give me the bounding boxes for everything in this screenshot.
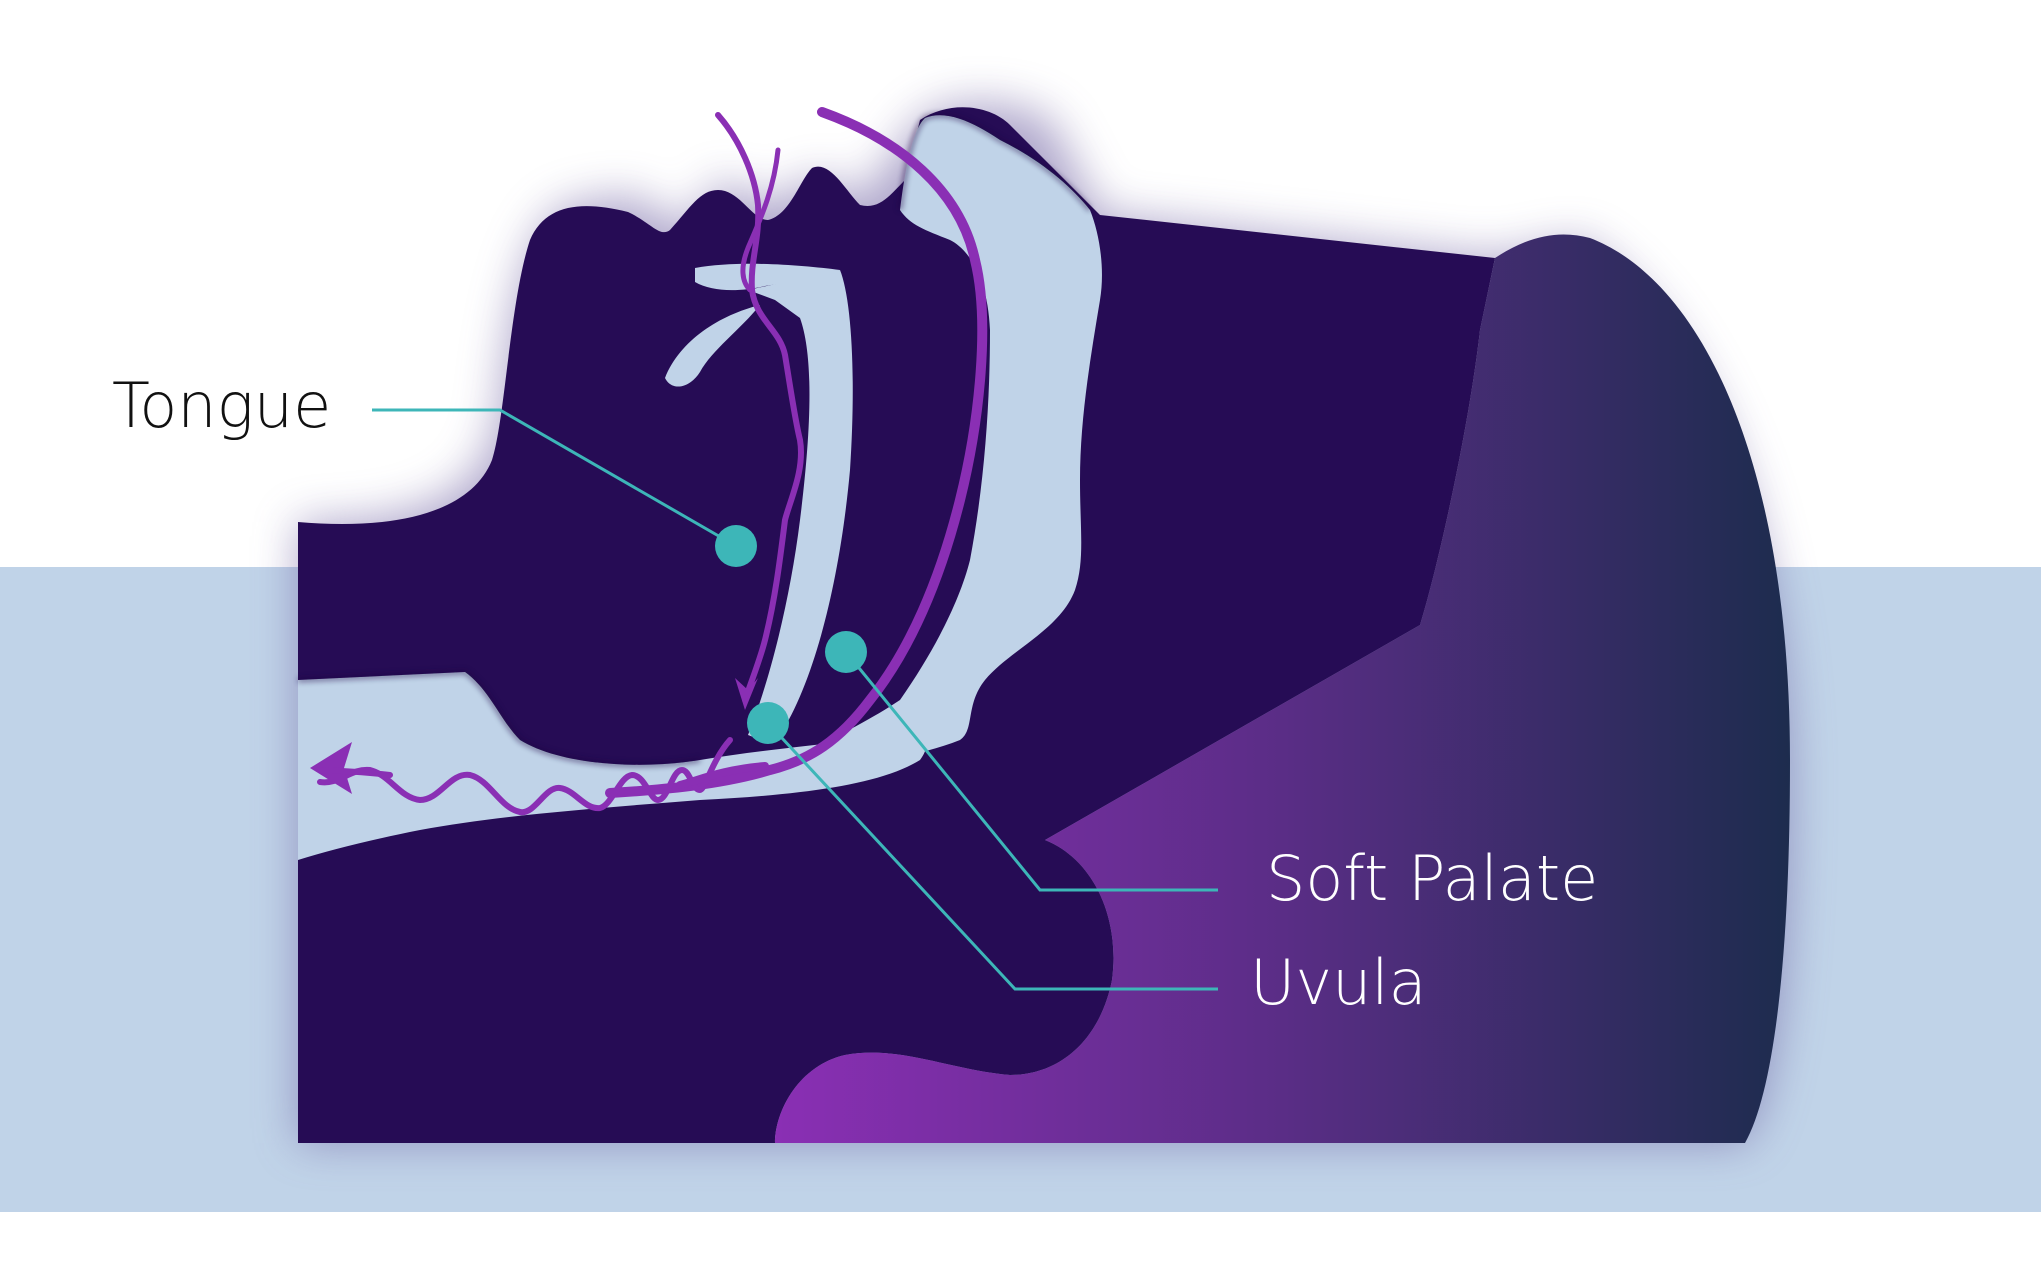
uvula-callout-dot — [747, 702, 789, 744]
airway-shadow — [297, 113, 1092, 767]
airway — [298, 115, 1102, 860]
callouts — [372, 408, 1218, 991]
nasal-passage-lower — [665, 305, 760, 387]
tongue-callout-line — [372, 408, 737, 548]
soft-palate-callout-dot — [825, 631, 867, 673]
uvula-callout-line — [766, 721, 1218, 991]
nasal-passage-upper — [695, 263, 840, 291]
airflow-mouth — [317, 737, 733, 816]
soft-palate-label: Soft Palate — [1266, 842, 1598, 915]
throat-arrowhead — [735, 678, 758, 710]
airflow-outer — [605, 107, 988, 798]
tongue-label: Tongue — [112, 369, 331, 442]
mouth-airway — [298, 672, 927, 860]
soft-palate-channel — [790, 115, 1102, 764]
airflow-arrow-shaft — [317, 767, 393, 778]
uvula-label: Uvula — [1250, 946, 1427, 1019]
airflow-lines — [310, 107, 988, 816]
tongue-callout-dot — [715, 525, 757, 567]
pillow — [775, 234, 1790, 1143]
head-silhouette — [298, 107, 1495, 1143]
airflow-mouth-tail — [676, 762, 769, 789]
callout-dots — [715, 525, 867, 744]
soft-palate-callout-line — [844, 651, 1218, 892]
throat-passage — [748, 270, 853, 739]
airflow-nasal — [715, 112, 804, 703]
airflow-branch — [740, 147, 781, 293]
